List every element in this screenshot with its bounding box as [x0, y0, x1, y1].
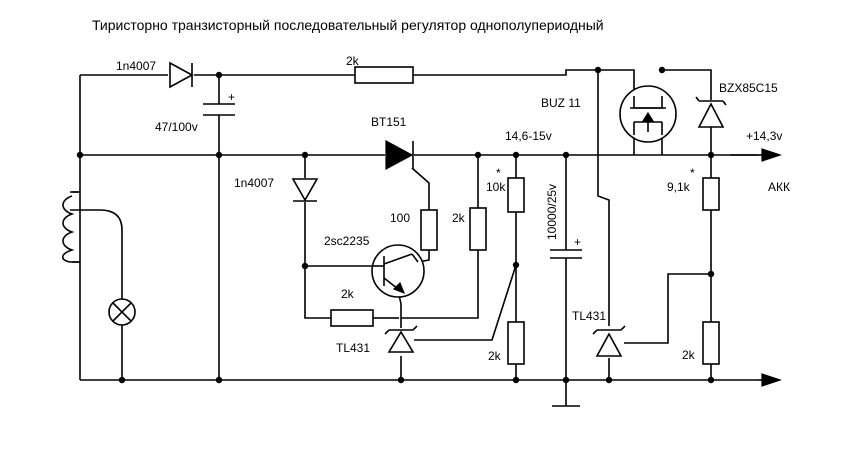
resistor-10k [507, 177, 525, 213]
resistor-100 [420, 209, 438, 251]
resistor-10k-label: 10k [486, 180, 506, 194]
tl431-right-label: TL431 [572, 309, 606, 323]
diode-top [169, 61, 194, 89]
thyristor-bt151 [385, 139, 414, 171]
output-arrows [758, 148, 782, 387]
transistor-2sc2235 [371, 244, 425, 298]
resistor-91k-label: 9,1k [667, 180, 691, 194]
wiring [70, 69, 758, 407]
resistor-2k-right-label: 2k [682, 348, 696, 362]
resistor-2k-bottom-left [330, 309, 374, 327]
lamp [108, 298, 136, 326]
output-arrow-negative [761, 373, 782, 387]
capacitor-small-plus: + [228, 90, 235, 104]
thyristor-label: BT151 [371, 115, 407, 129]
tl431-right [592, 325, 626, 357]
tl431-left [384, 325, 418, 353]
capacitor-big-label: 10000/25v [545, 184, 559, 240]
mosfet-label: BUZ 11 [541, 96, 581, 110]
output-voltage-label: +14,3v [746, 129, 782, 143]
capacitor-small [203, 103, 235, 116]
resistor-10k-star: * [496, 166, 501, 180]
transformer-winding [61, 191, 80, 263]
zener-bzx85c15 [695, 96, 727, 128]
diode-left-label: 1n4007 [234, 176, 274, 190]
resistor-2k-mid [469, 207, 487, 251]
mosfet-buz11 [619, 85, 677, 143]
akk-label: АКК [768, 180, 790, 194]
node-voltage-label: 14,6-15v [505, 129, 552, 143]
resistor-2k-bottom-left-label: 2k [341, 287, 355, 301]
resistor-100-label: 100 [390, 211, 410, 225]
output-arrow-positive [761, 148, 782, 162]
capacitor-big-plus: + [574, 235, 581, 249]
junction-dots [76, 66, 715, 384]
transistor-label: 2sc2235 [324, 234, 370, 248]
resistor-91k-star: * [690, 166, 695, 180]
resistor-top-2k [354, 66, 414, 84]
zener-label: BZX85C15 [719, 81, 778, 95]
resistor-2k-divider-label: 2k [488, 349, 502, 363]
resistor-top-label: 2k [346, 54, 360, 68]
diode-left [291, 178, 319, 202]
schematic-title: Тиристорно транзисторный последовательны… [92, 17, 604, 33]
capacitor-small-label: 47/100v [155, 120, 198, 134]
tl431-left-label: TL431 [336, 341, 370, 355]
capacitor-big [550, 249, 582, 259]
resistor-2k-divider [507, 321, 525, 365]
resistor-2k-right [702, 321, 720, 365]
diode-top-label: 1n4007 [116, 59, 156, 73]
resistor-2k-mid-label: 2k [452, 211, 466, 225]
resistor-91k [702, 177, 720, 211]
